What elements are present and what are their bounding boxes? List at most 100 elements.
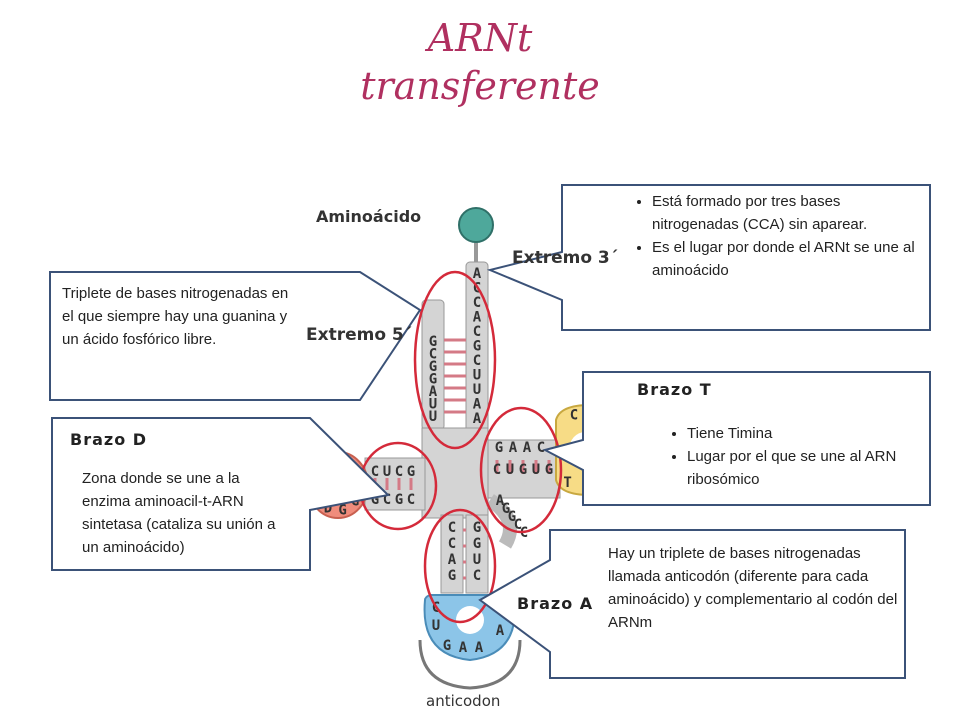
brazo-d-text: Zona donde se une a la enzima aminoacil-… [82,470,276,556]
brazo-a-heading: Brazo A [517,594,594,613]
callout-brazo-d-shape [51,417,391,571]
extremo3-bullet-2: Es el lugar por donde el ARNt se une al … [652,236,915,282]
base-anticodon-loop-5: A [496,623,505,639]
extremo5-text: Triplete de bases nitrogenadas en el que… [62,285,289,348]
base-d-stem-bottom-3: C [407,492,415,508]
label-aminoacido: Aminoácido [316,207,422,226]
base-t-stem-top-2: A [523,440,532,456]
title-line-1: ARNt [427,16,533,60]
title-line-2: transferente [360,64,600,108]
base-anticodon-loop-4: A [475,640,484,656]
ring-acceptor [413,270,497,450]
base-acceptor-right-3: A [473,310,482,326]
callout-brazo-a-shape [478,529,906,679]
brazo-d-heading: Brazo D [70,430,148,449]
base-d-stem-top-2: C [395,464,403,480]
base-variable-0: A [496,493,505,509]
anticodon-bracket [418,639,522,690]
base-acceptor-left-6: U [429,409,437,425]
label-extremo5: Extremo 5´ [306,325,413,345]
base-d-stem-bottom-0: G [371,492,379,508]
label-anticodon: anticodon [426,692,501,710]
base-anticodon-loop-3: A [459,640,468,656]
base-acceptor-left-1: C [429,347,437,363]
base-t-stem-bottom-4: G [545,462,553,478]
base-anticodon-loop-2: G [443,638,451,654]
base-anticodon-stem-left-3: G [448,568,456,584]
base-anticodon-stem-right-1: G [473,536,481,552]
base-t-stem-top-3: C [537,440,545,456]
base-t-stem-top-0: G [495,440,503,456]
callout-brazo-a: Hay un triplete de bases nitrogenadas ll… [608,542,898,634]
base-d-stem-top-3: G [407,464,415,480]
callout-extremo5: Triplete de bases nitrogenadas en el que… [62,282,302,351]
base-acceptor-left-4: A [429,384,438,400]
base-acceptor-right-0: A [473,266,482,282]
base-t-loop-0: C [570,408,578,424]
variable-loop [485,494,517,549]
label-extremo3: Extremo 3´ [512,248,619,268]
base-variable-2: G [508,509,516,525]
t-stem-bonds [495,460,551,474]
base-anticodon-stem-right-0: G [473,520,481,536]
brazo-a-text: Hay un triplete de bases nitrogenadas ll… [608,545,898,631]
base-acceptor-right-8: U [473,382,481,398]
base-acceptor-left-0: G [429,334,437,350]
brazo-t-bullet-1: Tiene Timina [687,422,905,445]
brazo-t-heading: Brazo T [637,380,712,399]
callout-brazo-t: Tiene Timina Lugar por el que se une al … [665,422,905,491]
base-t-stem-bottom-3: U [532,462,540,478]
base-acceptor-left-2: G [429,359,437,375]
callout-brazo-d: Zona donde se une a la enzima aminoacil-… [82,467,292,559]
base-variable-3: C [514,517,522,533]
base-variable-1: G [502,501,510,517]
ring-t-arm [479,406,563,534]
callout-extremo3-shape [486,184,931,331]
callout-extremo3: Está formado por tres bases nitrogenadas… [630,190,915,282]
base-acceptor-left-5: U [429,397,437,413]
acceptor-bonds [444,338,466,414]
callout-brazo-t-shape [542,371,931,506]
base-t-loop-6: T [563,475,571,491]
brazo-t-bullet-2: Lugar por el que se une al ARN ribosómic… [687,445,905,491]
callout-shapes [49,184,931,679]
callout-extremo5-shape [49,271,422,401]
base-d-stem-bottom-2: G [395,492,403,508]
ring-anticodon [423,508,497,624]
extremo3-bullet-1: Está formado por tres bases nitrogenadas… [652,190,915,236]
anticodon-left-strand [440,514,464,594]
base-anticodon-loop-1: U [432,618,440,634]
base-d-stem-top-0: C [371,464,379,480]
base-d-stem-top-1: U [383,464,391,480]
base-t-stem-bottom-1: U [506,462,514,478]
aminoacid-sphere [458,207,494,243]
base-acceptor-right-6: C [473,353,481,369]
base-acceptor-right-7: U [473,368,481,384]
base-acceptor-right-5: G [473,339,481,355]
anticodon-right-strand [465,514,489,594]
base-t-stem-bottom-0: C [493,462,501,478]
base-acceptor-right-9: A [473,397,482,413]
anticodon-bonds [463,528,466,580]
base-anticodon-stem-right-2: U [473,552,481,568]
base-t-stem-top-1: A [509,440,518,456]
base-d-stem-bottom-1: C [383,492,391,508]
base-d-loop-6: D [324,500,332,516]
base-anticodon-stem-left-1: C [448,536,456,552]
base-anticodon-stem-left-2: A [448,552,457,568]
base-acceptor-right-4: C [473,324,481,340]
base-anticodon-stem-left-0: C [448,520,456,536]
base-d-loop-5: G [338,502,346,518]
base-t-stem-bottom-2: G [519,462,527,478]
base-acceptor-left-3: G [429,372,437,388]
base-acceptor-right-2: C [473,295,481,311]
